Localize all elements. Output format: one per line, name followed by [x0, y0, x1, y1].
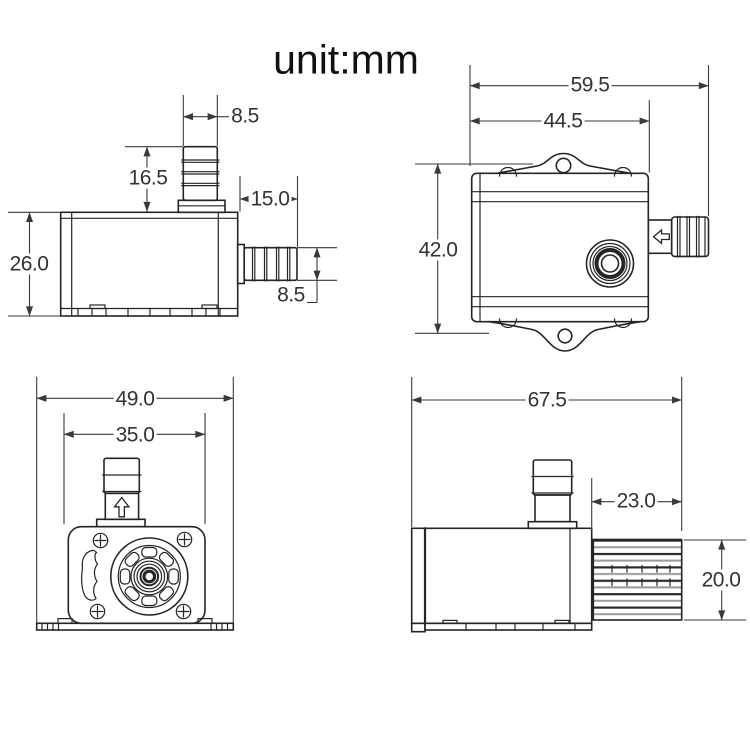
side-view-right-dimensions [411, 377, 746, 621]
corner-screws [89, 531, 193, 620]
inlet-stub [236, 243, 245, 285]
strainer-stripes [593, 539, 682, 620]
dim-overall-length2-label: 67.5 [525, 388, 569, 412]
dim-body-width-label: 42.0 [416, 238, 460, 262]
dim-overall-width-label: 49.0 [113, 387, 157, 411]
base-plate [35, 622, 235, 631]
dim-body-height-label: 26.0 [7, 252, 51, 276]
outlet-barb [532, 459, 573, 496]
dim-strainer-length-label: 23.0 [614, 489, 658, 513]
flow-arrow-up-icon [113, 496, 131, 518]
strainer-cell-ticks [611, 564, 671, 587]
impeller-port [585, 239, 635, 288]
outlet-flange [527, 520, 578, 530]
inlet-barb [670, 216, 710, 258]
pump-body-outline [59, 211, 239, 317]
base-rail-ticks [465, 622, 576, 631]
top-mount-tab [496, 152, 631, 175]
mount-tab [89, 304, 106, 310]
dim-overall-length-label: 59.5 [568, 73, 612, 97]
base-plate-ticks [41, 622, 229, 631]
inlet-barb-grooves [251, 246, 291, 282]
inlet-barb [243, 246, 298, 282]
side-view-left [8, 95, 337, 317]
left-foot [410, 622, 426, 633]
top-view-dimensions [415, 65, 710, 334]
front-view [35, 376, 235, 631]
outlet-neck [534, 494, 571, 523]
dim-outlet-width-label: 8.5 [229, 104, 261, 128]
dim-strainer-height-label: 20.0 [699, 568, 743, 592]
strainer-outline [592, 538, 683, 621]
pump-body-outline [410, 527, 593, 625]
mount-tab [442, 619, 458, 625]
dim-inlet-diameter-label: 8.5 [275, 283, 307, 307]
dim-outlet-height-label: 16.5 [126, 166, 170, 190]
dim-body-length-label: 44.5 [541, 109, 585, 133]
dim-inlet-length-label: 15.0 [248, 187, 292, 211]
page-title: unit:mm [273, 36, 419, 83]
mount-tab [554, 619, 570, 625]
flow-arrow-left-icon [652, 228, 670, 245]
base-rail [424, 622, 593, 631]
mount-tab [57, 617, 73, 624]
bottom-mount-hole [557, 328, 573, 344]
mount-tab [197, 617, 213, 624]
side-view-right [410, 377, 746, 633]
outlet-barb [103, 457, 141, 495]
top-view [415, 65, 710, 352]
front-view-dimensions [36, 376, 234, 623]
top-mount-hole [555, 157, 572, 174]
bottom-mount-tab [488, 320, 642, 352]
outlet-flange [95, 518, 146, 528]
outlet-barb-grooves [181, 159, 220, 187]
dim-upper-width-label: 35.0 [113, 423, 157, 447]
base-rail-ticks [77, 307, 221, 317]
shaft-hole [142, 569, 157, 584]
inlet-barb-grooves [676, 215, 706, 258]
impeller-slots [119, 546, 179, 607]
mount-tab [201, 304, 218, 310]
side-cutout [81, 549, 99, 601]
impeller-face [110, 537, 189, 616]
